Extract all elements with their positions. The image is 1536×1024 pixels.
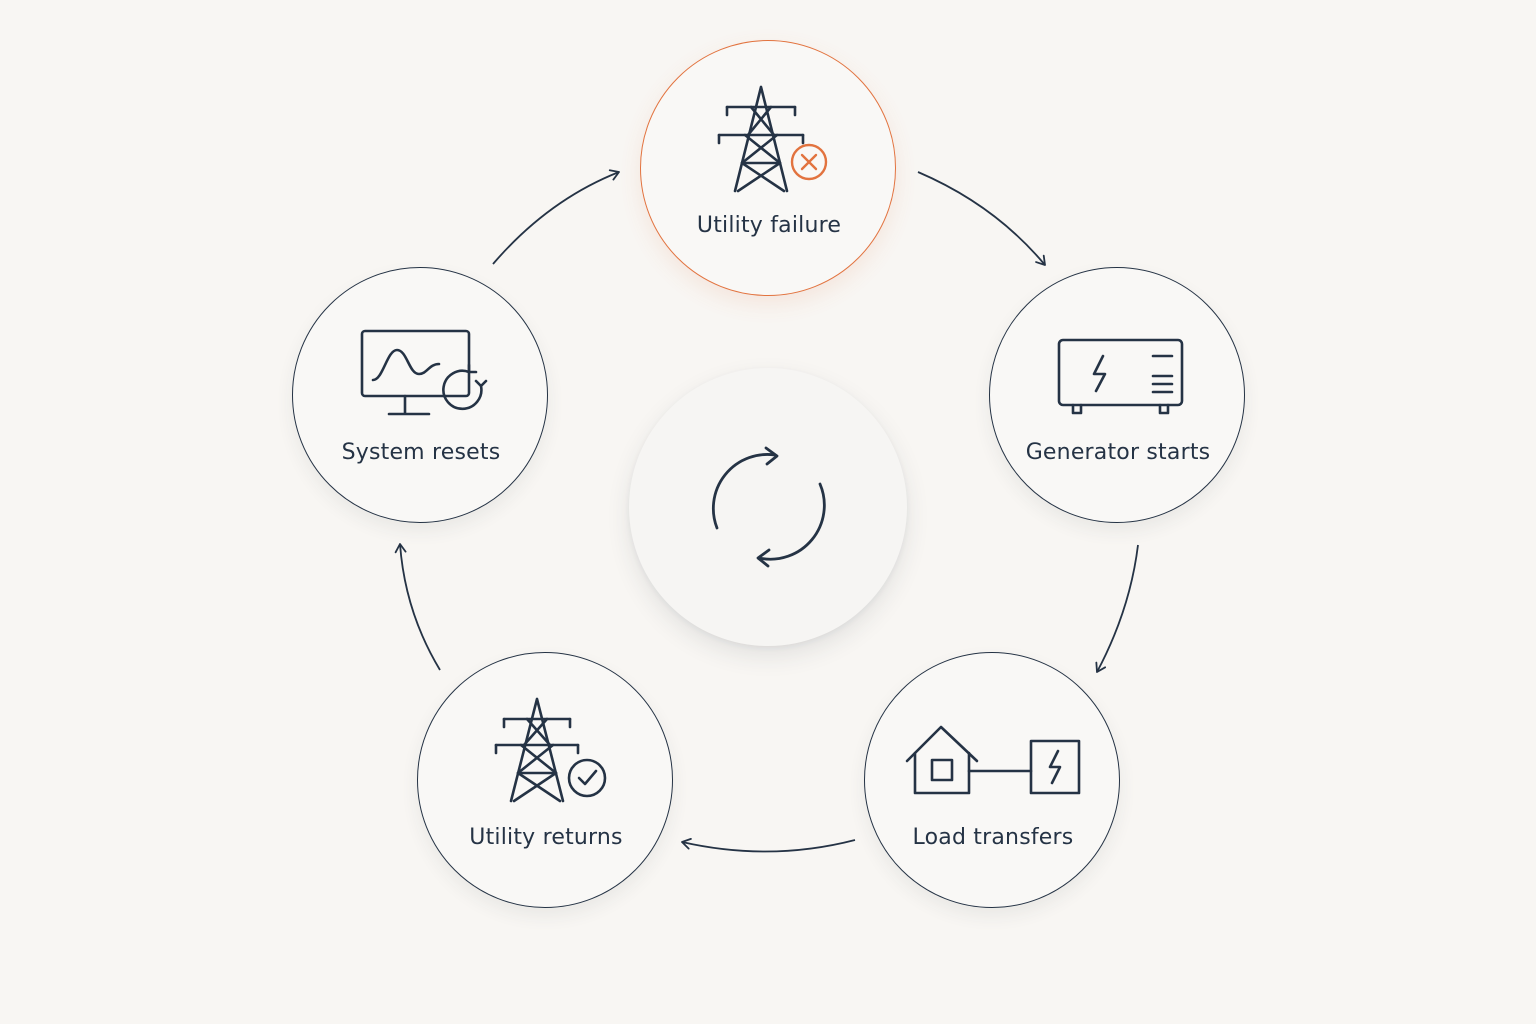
step-label: Load transfers (912, 825, 1074, 850)
arrow-returns-to-resets (394, 543, 441, 671)
step-utility-failure: Utility failure (640, 40, 896, 296)
cycle-icon (711, 446, 826, 568)
step-label: System resets (341, 440, 501, 465)
step-label: Generator starts (1025, 440, 1211, 465)
cycle-hub (629, 368, 907, 646)
step-load-transfers: Load transfers (864, 652, 1120, 908)
step-system-resets: System resets (292, 267, 548, 523)
arrow-failure-to-generator (917, 171, 1046, 266)
step-utility-returns: Utility returns (417, 652, 673, 908)
step-generator-starts: Generator starts (989, 267, 1245, 523)
step-label: Utility returns (469, 825, 623, 850)
arrow-load-to-returns (681, 837, 856, 853)
arrow-resets-to-failure (492, 169, 620, 265)
arrow-generator-to-load (1095, 544, 1139, 673)
step-label: Utility failure (696, 213, 842, 238)
